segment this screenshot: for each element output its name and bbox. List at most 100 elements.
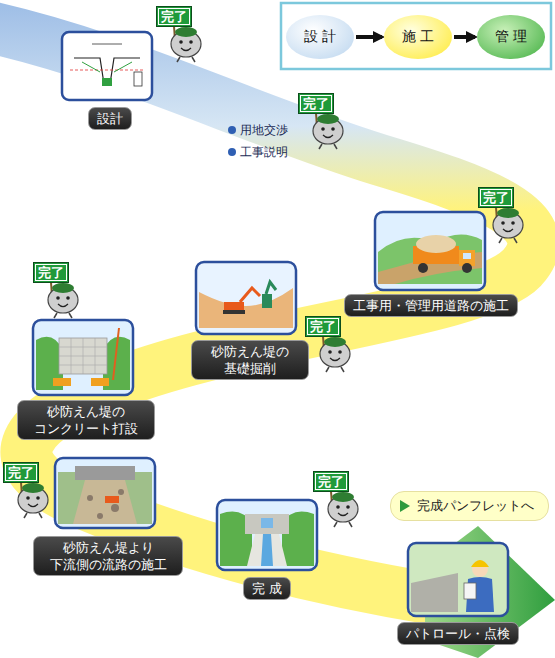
pamphlet-button: 完成パンフレットへ xyxy=(390,491,549,521)
road-picture-part xyxy=(375,212,485,290)
concrete-picture-part xyxy=(113,328,119,380)
mascot-part xyxy=(56,296,60,300)
excavation-picture-part xyxy=(224,302,244,311)
step-caption: 砂防えん堤の コンクリート打設 xyxy=(17,400,155,440)
excavation-picture xyxy=(196,262,296,334)
mascot-part xyxy=(192,57,195,62)
step-caption: 設計 xyxy=(88,107,132,130)
channel-picture-part-part xyxy=(111,504,119,512)
play-icon xyxy=(400,500,410,512)
node-text: 管 理 xyxy=(495,28,527,46)
mascot-part xyxy=(497,208,519,218)
mascot-part xyxy=(28,504,38,507)
node-text: 工事用・管理用道路の施工 xyxy=(353,297,509,314)
mascot-part xyxy=(323,135,333,138)
node-text: 砂防えん堤の 基礎掘削 xyxy=(200,343,300,377)
mascot-part xyxy=(341,367,344,372)
excavation-picture-part xyxy=(240,288,260,302)
complete-picture-part xyxy=(261,534,273,566)
complete-picture-part xyxy=(261,518,273,528)
mascot-part xyxy=(319,144,322,149)
step-note: 用地交渉 xyxy=(240,122,288,139)
mascot-part xyxy=(189,40,193,44)
mascot xyxy=(313,113,343,149)
complete-picture-part xyxy=(245,514,289,534)
mascot-part xyxy=(349,522,352,527)
mascot-part xyxy=(24,513,27,518)
mascot-part xyxy=(52,283,74,293)
concrete-picture-part-part xyxy=(83,338,84,374)
mascot xyxy=(48,282,78,318)
design-picture-part xyxy=(62,32,152,100)
mascot-part xyxy=(324,337,346,347)
step-caption: 砂防えん堤の 基礎掘削 xyxy=(191,340,309,380)
channel-picture-part xyxy=(75,466,135,480)
mascot-part xyxy=(499,238,502,243)
mascot-part xyxy=(22,483,44,493)
mascot-part xyxy=(338,350,342,354)
done-sign: 完了 xyxy=(313,471,349,492)
mascot xyxy=(328,491,358,527)
channel-picture-part-part xyxy=(87,495,93,501)
patrol-picture xyxy=(408,543,508,616)
phase-ellipse: 管 理 xyxy=(477,15,545,59)
patrol-picture-part xyxy=(472,561,488,577)
mascot-part xyxy=(66,296,70,300)
mascot-part xyxy=(58,304,68,307)
excavation-picture-part xyxy=(196,262,296,334)
bullet-dots xyxy=(228,126,236,156)
excavation-picture-part xyxy=(262,294,272,308)
legend-frame xyxy=(281,3,551,69)
step-caption: 砂防えん堤より 下流側の流路の施工 xyxy=(33,536,183,576)
road-picture-part xyxy=(418,263,428,273)
step-caption: 完 成 xyxy=(243,577,291,600)
concrete-picture-part-part xyxy=(95,338,96,374)
mascot-part xyxy=(181,48,191,51)
phase-arrow xyxy=(454,35,475,39)
channel-picture xyxy=(55,458,155,528)
complete-picture-part xyxy=(247,534,287,566)
mascot-figures xyxy=(18,26,523,527)
patrol-picture-part xyxy=(471,560,489,567)
mascot-part xyxy=(334,522,337,527)
mascot-part xyxy=(317,114,339,124)
road-picture xyxy=(375,212,485,290)
design-picture-part xyxy=(102,78,112,86)
mascot-part xyxy=(503,229,513,232)
patrol-picture-part xyxy=(408,543,508,616)
channel-picture-part xyxy=(87,489,124,519)
mascot-part xyxy=(54,313,57,318)
mascot-part xyxy=(175,27,197,37)
mascot-part xyxy=(26,496,30,500)
mascot-part xyxy=(39,513,42,518)
mascot-part xyxy=(69,313,72,318)
node-text: 砂防えん堤の コンクリート打設 xyxy=(26,403,146,437)
patrol-picture-part xyxy=(464,583,476,599)
concrete-picture-part xyxy=(59,338,107,374)
design-picture-part xyxy=(70,70,144,71)
mascot xyxy=(171,26,201,62)
node-text: 設計 xyxy=(97,110,123,127)
channel-picture-part-part xyxy=(118,489,124,495)
excavation-picture-part xyxy=(266,282,276,294)
mascot xyxy=(493,207,523,243)
node-text: 施 工 xyxy=(402,28,434,46)
bullet-dots-part xyxy=(228,126,236,134)
node-text: 砂防えん堤より 下流側の流路の施工 xyxy=(42,539,174,573)
bullet-dots-part xyxy=(228,148,236,156)
channel-picture-part xyxy=(55,458,155,528)
mascot-part xyxy=(346,505,350,509)
design-picture-part xyxy=(82,62,100,72)
concrete-picture-part xyxy=(91,378,109,386)
phase-ellipse: 施 工 xyxy=(384,15,452,59)
concrete-picture-part xyxy=(33,320,133,395)
mascot-part xyxy=(326,367,329,372)
design-picture-part xyxy=(134,72,142,86)
concrete-picture-part xyxy=(59,338,107,374)
mascot-part xyxy=(328,350,332,354)
design-picture xyxy=(62,32,152,100)
phase-ellipse: 設 計 xyxy=(286,15,354,59)
done-sign: 完了 xyxy=(33,262,69,283)
mascot-part xyxy=(331,127,335,131)
